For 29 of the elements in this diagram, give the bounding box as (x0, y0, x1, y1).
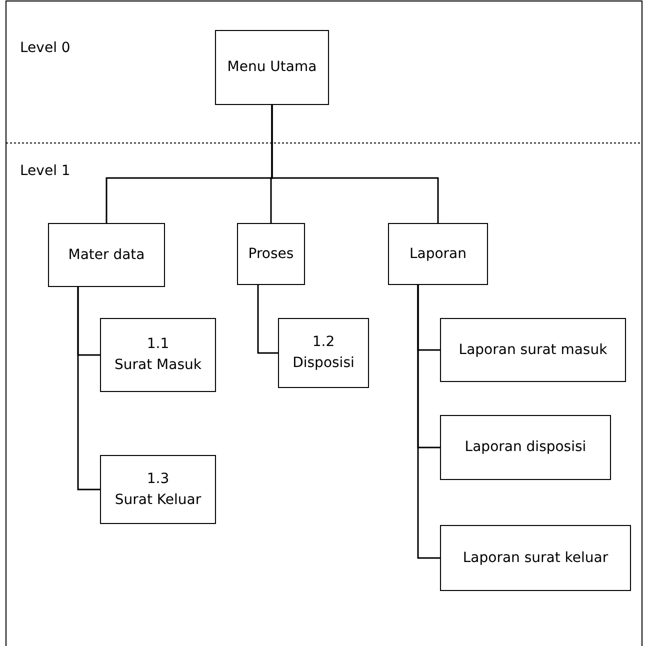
menu-box (48, 223, 165, 287)
menu-box (388, 223, 488, 285)
menu-box (100, 318, 216, 392)
box-text: 1.2 (312, 333, 335, 352)
connector-line (257, 285, 278, 354)
level-label: Level 0 (20, 40, 70, 56)
box-text: Proses (248, 244, 294, 264)
box-text: Mater data (68, 246, 145, 264)
box-text: Surat Masuk (114, 356, 202, 375)
menu-box (440, 318, 626, 382)
level-label: Level 1 (20, 163, 70, 179)
menu-box (440, 415, 611, 480)
box-text: Menu Utama (227, 58, 317, 77)
connector-line (77, 287, 100, 490)
menu-box (440, 525, 631, 591)
box-text: Laporan surat masuk (458, 340, 608, 360)
connector-line (271, 105, 439, 223)
box-text: Surat Keluar (114, 490, 202, 510)
connector-line (417, 285, 440, 559)
box-text: 1.1 (146, 335, 170, 354)
menu-box (215, 30, 329, 105)
box-text: Laporan (409, 244, 467, 264)
box-text: Laporan surat keluar (462, 548, 608, 568)
menu-box (237, 223, 305, 285)
box-text: 1.3 (146, 470, 170, 488)
menu-box (100, 455, 216, 524)
box-text: Disposisi (292, 354, 354, 373)
box-text: Laporan disposisi (464, 438, 586, 457)
menu-box (278, 318, 369, 388)
